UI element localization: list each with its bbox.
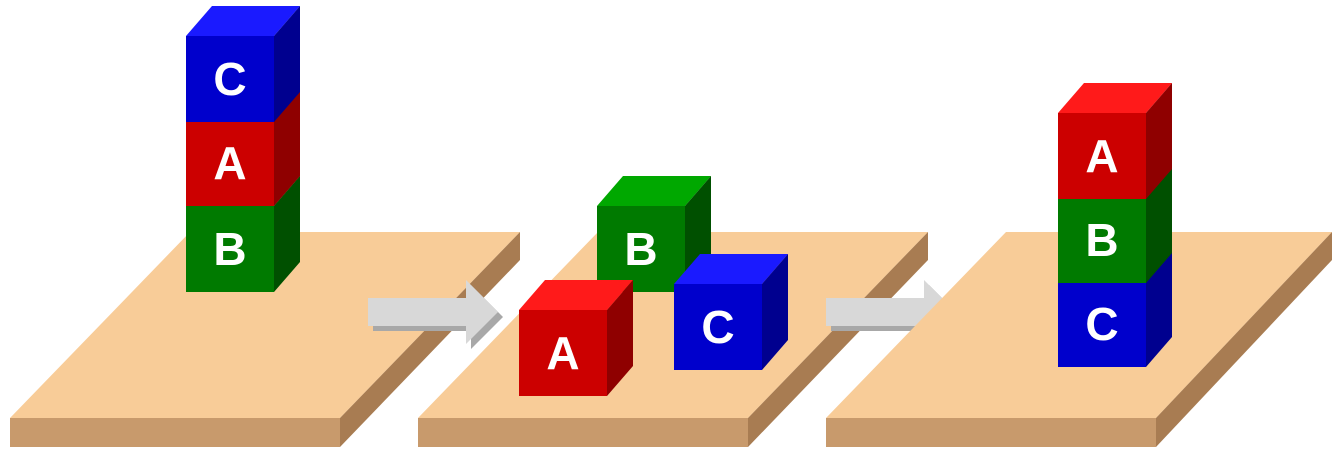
block-label: A <box>213 137 246 189</box>
block-label: C <box>213 53 246 105</box>
block-label: C <box>701 301 734 353</box>
block-label: B <box>213 223 246 275</box>
block-c: C <box>674 254 788 370</box>
block-label: A <box>546 327 579 379</box>
block-label: C <box>1085 298 1118 350</box>
scene-initial: B A C <box>10 6 520 447</box>
block-a: A <box>1058 83 1172 199</box>
block-label: B <box>624 223 657 275</box>
block-label: B <box>1085 214 1118 266</box>
block-a: A <box>519 280 633 396</box>
block-label: A <box>1085 130 1118 182</box>
block-c: C <box>186 6 300 122</box>
